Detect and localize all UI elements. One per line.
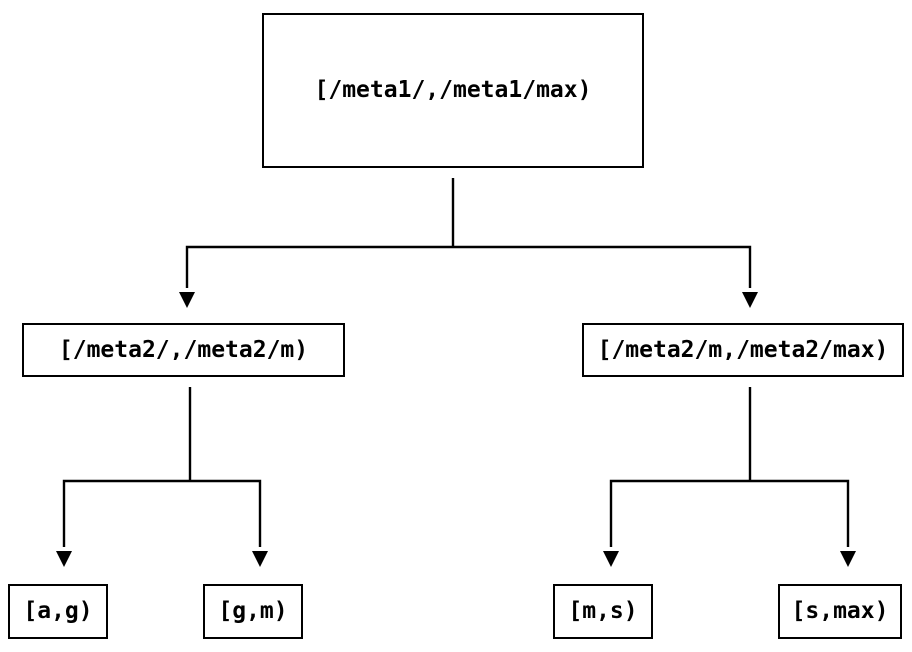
arrowhead-down-icon [252,551,268,567]
arrowhead-down-icon [56,551,72,567]
edge-root-branch [185,245,752,288]
tree-node-meta2-low: [/meta2/,/meta2/m) [22,323,345,377]
edge-right-branch [609,479,850,547]
arrowhead-down-icon [179,292,195,308]
arrowhead-down-icon [603,551,619,567]
tree-node-meta2-high: [/meta2/m,/meta2/max) [582,323,904,377]
tree-leaf-ms: [m,s) [553,584,653,639]
tree-leaf-smax: [s,max) [778,584,902,639]
tree-node-root: [/meta1/,/meta1/max) [262,13,644,168]
tree-leaf-gm: [g,m) [203,584,303,639]
arrowhead-down-icon [742,292,758,308]
tree-leaf-ag: [a,g) [8,584,108,639]
edge-left-branch [62,479,262,547]
arrowhead-down-icon [840,551,856,567]
